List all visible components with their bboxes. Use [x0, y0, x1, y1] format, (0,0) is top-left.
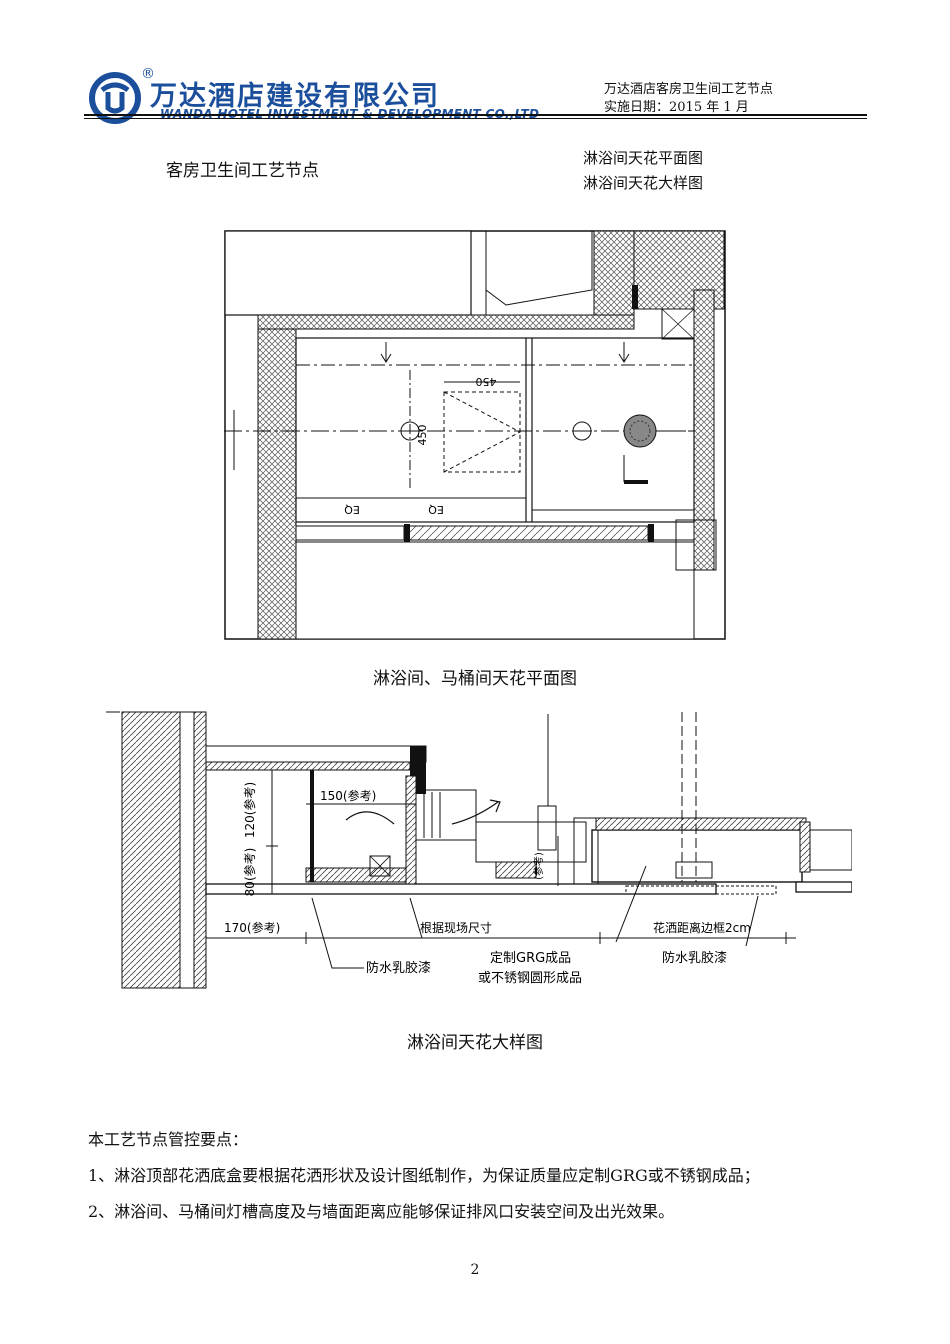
detail-dim-150: 150(参考): [320, 788, 376, 803]
detail-dim-site: 根据现场尺寸: [420, 921, 492, 935]
plan-label-eq-2: EQ: [428, 503, 444, 516]
note-item-1: 1、淋浴顶部花洒底盒要根据花洒形状及设计图纸制作，为保证质量应定制GRG或不锈钢…: [88, 1166, 760, 1185]
header-rule: [84, 114, 867, 116]
detail-caption: 淋浴间天花大样图: [407, 1033, 543, 1053]
plan-label-eq-1: EQ: [344, 503, 360, 516]
sub-title-plan: 淋浴间天花平面图: [583, 149, 704, 167]
page-number: 2: [470, 1262, 480, 1278]
implementation-date: 实施日期：2015 年 1 月: [604, 100, 749, 115]
detail-dim-sprinkler-gap: 花洒距离边框2cm: [653, 920, 751, 935]
detail-label-grg: 定制GRG成品: [490, 951, 571, 966]
registered-mark: ®: [141, 66, 155, 82]
ceiling-plan-drawing: 450 450 EQ EQ: [224, 230, 726, 640]
document-title: 万达酒店客房卫生间工艺节点: [604, 82, 774, 97]
sub-title-detail: 淋浴间天花大样图: [583, 174, 704, 192]
detail-label-waterproof-paint-left: 防水乳胶漆: [366, 960, 431, 976]
detail-label-waterproof-paint-right: 防水乳胶漆: [662, 950, 727, 966]
company-logo-icon: [89, 72, 141, 124]
plan-caption: 淋浴间、马桶间天花平面图: [373, 669, 577, 689]
plan-dim-450-vertical: 450: [416, 425, 429, 446]
notes-heading: 本工艺节点管控要点：: [88, 1130, 249, 1149]
detail-dim-120: 120(参考): [242, 782, 257, 838]
note-item-2: 2、淋浴间、马桶间灯槽高度及与墙面距离应能够保证排风口安装空间及出光效果。: [88, 1202, 675, 1221]
detail-dim-small: (参考): [532, 852, 545, 880]
section-title: 客房卫生间工艺节点: [166, 161, 319, 181]
detail-dim-170: 170(参考): [224, 920, 280, 935]
header-rule-thin: [84, 118, 867, 119]
plan-dim-450-horizontal: 450: [476, 375, 497, 388]
company-name-cn: 万达酒店建设有限公司: [150, 81, 440, 112]
detail-label-stainless: 或不锈钢圆形成品: [478, 971, 582, 986]
detail-dim-80: 80(参考): [242, 848, 257, 897]
ceiling-detail-drawing: 150(参考) 120(参考) 80(参考) 170(参考) 根据现场尺寸 (参…: [106, 711, 852, 989]
